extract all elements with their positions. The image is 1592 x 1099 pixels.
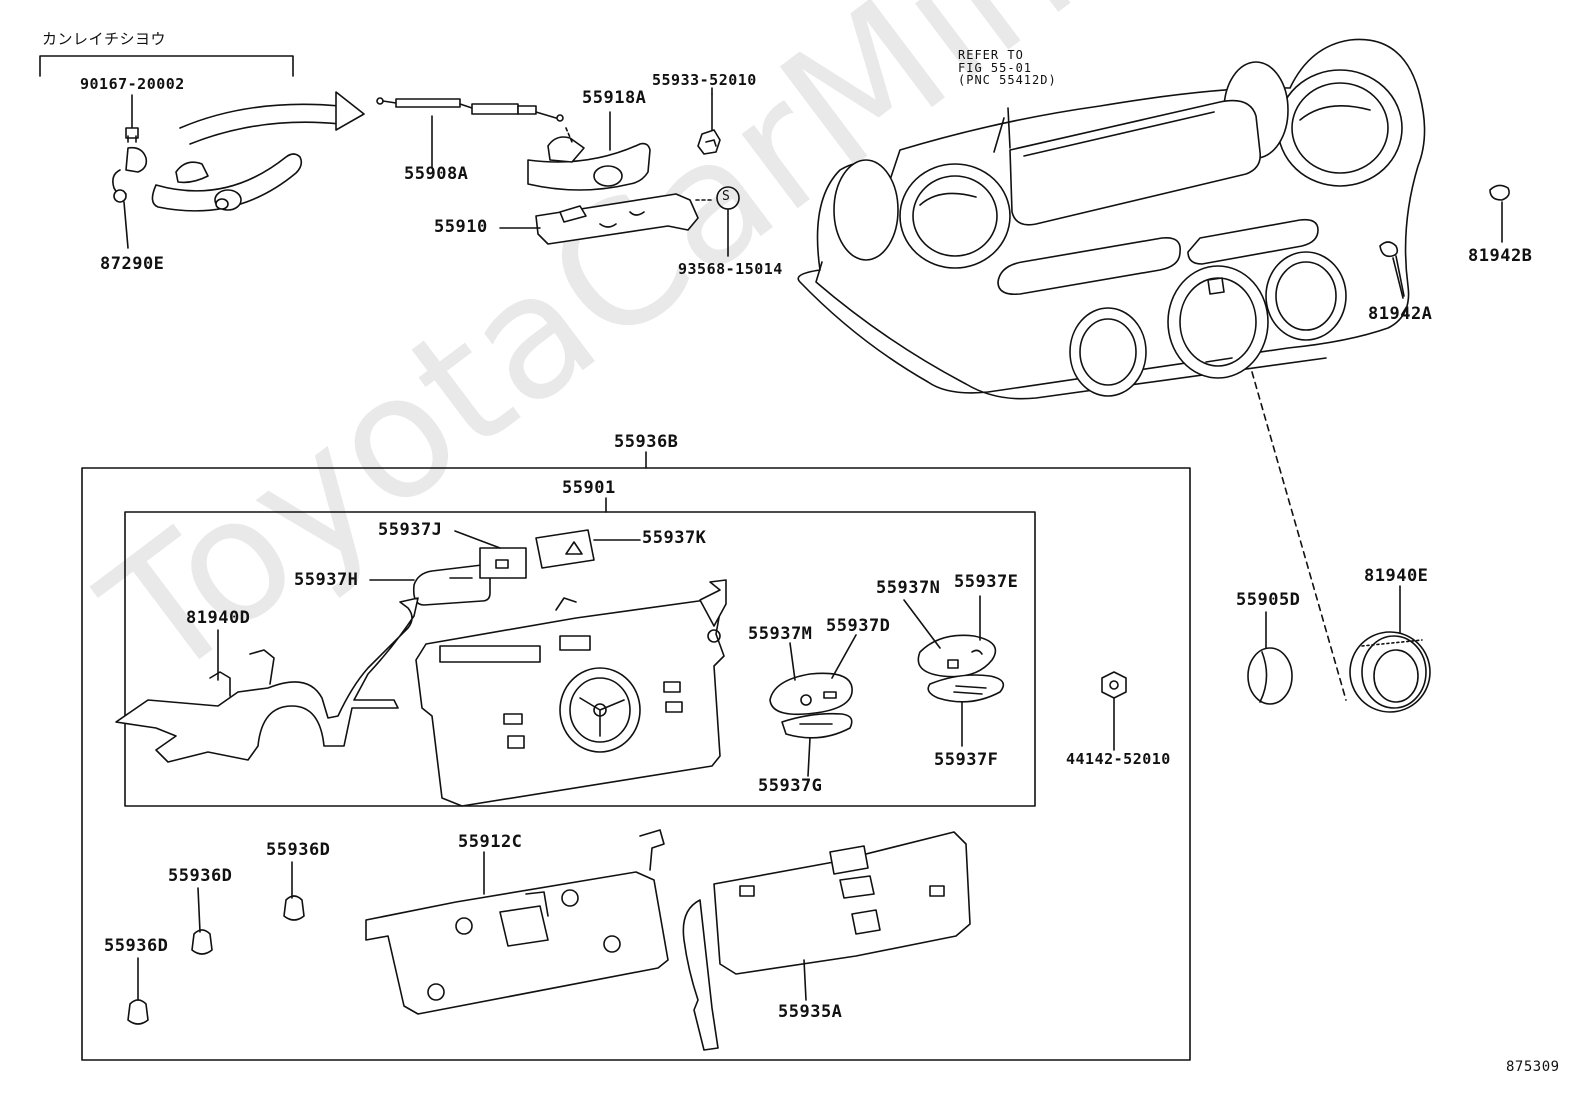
part-label-55937E: 55937E xyxy=(954,572,1019,592)
button-55937F xyxy=(927,674,1005,747)
part-label-55918A: 55918A xyxy=(582,88,647,108)
part-label-55937G: 55937G xyxy=(758,776,823,796)
button-55937K xyxy=(535,529,641,569)
board-55912C xyxy=(365,829,669,1015)
cable-55908A xyxy=(376,97,564,169)
bracket-81940D xyxy=(115,597,419,763)
part-label-81942B: 81942B xyxy=(1468,246,1533,266)
part-label-55908A: 55908A xyxy=(404,164,469,184)
refer-note: REFER TO FIG 55-01 (PNC 55412D) xyxy=(958,48,1057,88)
move-arrow xyxy=(179,91,365,145)
subassembly-box-55901 xyxy=(124,511,1036,807)
bulb-socket-87290E xyxy=(112,146,148,249)
figure-number: 875309 xyxy=(1506,1059,1560,1075)
control-head-55901 xyxy=(415,579,727,807)
button-55937M xyxy=(769,642,853,716)
part-label-55937J: 55937J xyxy=(378,520,443,540)
button-55937N xyxy=(903,599,997,678)
assembly-box-55936B xyxy=(81,467,1191,1061)
part-label-55937K: 55937K xyxy=(642,528,707,548)
knob-55905D xyxy=(1247,611,1293,705)
part-label-55937M: 55937M xyxy=(748,624,813,644)
control-knob-55918A xyxy=(527,111,651,191)
part-label-93568-15014: 93568-15014 xyxy=(678,260,783,278)
clip-55933-52010 xyxy=(697,93,721,155)
bulb-55936D-c xyxy=(127,957,149,1025)
button-55937G xyxy=(781,712,853,777)
screw-93568 xyxy=(716,186,740,257)
part-label-55937N: 55937N xyxy=(876,578,941,598)
screw-90167 xyxy=(125,94,139,143)
part-label-55905D: 55905D xyxy=(1236,590,1301,610)
part-label-55937F: 55937F xyxy=(934,750,999,770)
board-55935A xyxy=(682,831,971,1051)
button-55937D xyxy=(831,634,857,679)
part-label-55910: 55910 xyxy=(434,217,488,237)
part-label-81940D: 81940D xyxy=(186,608,251,628)
part-label-87290E: 87290E xyxy=(100,254,165,274)
button-55937H xyxy=(369,564,491,606)
bulb-55936D-b xyxy=(191,887,213,955)
bulb-55936D-a xyxy=(283,861,305,921)
center-cluster-panel xyxy=(797,38,1426,701)
note-kanreichishiyou: カンレイチシヨウ xyxy=(42,30,167,48)
part-label-55936D: 55936D xyxy=(266,840,331,860)
part-label-55936D: 55936D xyxy=(168,866,233,886)
part-label-55937D: 55937D xyxy=(826,616,891,636)
leader-lines xyxy=(711,87,1405,297)
nut-44142 xyxy=(1101,671,1127,751)
clip-81942B xyxy=(1489,184,1510,243)
part-label-44142-52010: 44142-52010 xyxy=(1066,750,1171,768)
control-knob-left xyxy=(151,153,303,212)
part-label-55936D: 55936D xyxy=(104,936,169,956)
clip-81942A xyxy=(1379,241,1404,299)
part-label-81940E: 81940E xyxy=(1364,566,1429,586)
part-label-55937H: 55937H xyxy=(294,570,359,590)
bracket-55910 xyxy=(499,193,715,245)
part-label-55936B: 55936B xyxy=(614,432,679,452)
part-label-55935A: 55935A xyxy=(778,1002,843,1022)
note-bracket xyxy=(39,55,294,77)
part-label-55901: 55901 xyxy=(562,478,616,498)
part-label-55912C: 55912C xyxy=(458,832,523,852)
part-label-55933-52010: 55933-52010 xyxy=(652,71,757,89)
part-label-90167-20002: 90167-20002 xyxy=(80,75,185,93)
part-label-81942A: 81942A xyxy=(1368,304,1433,324)
ring-81940E xyxy=(1349,585,1431,713)
service-symbol: S xyxy=(722,189,731,204)
button-55937J xyxy=(454,530,527,579)
